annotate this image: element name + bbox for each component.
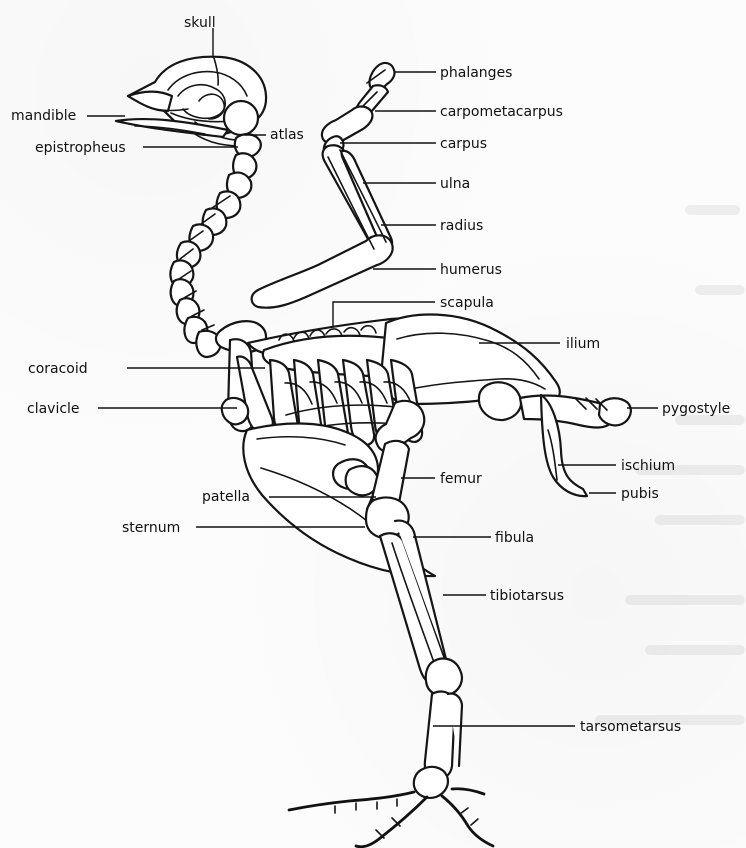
label-humerus: humerus (440, 262, 502, 278)
skeleton (116, 57, 631, 847)
label-pygostyle: pygostyle (662, 401, 730, 417)
skull-illustration (116, 57, 266, 146)
sternum-and-leg (243, 401, 493, 847)
label-pubis: pubis (621, 486, 659, 502)
label-fibula: fibula (495, 530, 534, 546)
label-femur: femur (440, 471, 482, 487)
label-atlas: atlas (270, 127, 304, 143)
label-sternum: sternum (122, 520, 180, 536)
label-radius: radius (440, 218, 483, 234)
label-carpus: carpus (440, 136, 487, 152)
label-ischium: ischium (621, 458, 675, 474)
label-skull: skull (184, 15, 216, 31)
label-patella: patella (202, 489, 250, 505)
label-ulna: ulna (440, 176, 470, 192)
label-scapula: scapula (440, 295, 494, 311)
wing (252, 63, 395, 308)
label-tarsometarsus: tarsometarsus (580, 719, 681, 735)
label-carpometacarpus: carpometacarpus (440, 104, 563, 120)
label-epistropheus: epistropheus (35, 140, 126, 156)
label-clavicle: clavicle (27, 401, 80, 417)
label-mandible: mandible (11, 108, 76, 124)
label-phalanges: phalanges (440, 65, 512, 81)
label-tibiotarsus: tibiotarsus (490, 588, 564, 604)
label-coracoid: coracoid (28, 361, 88, 377)
label-ilium: ilium (566, 336, 600, 352)
